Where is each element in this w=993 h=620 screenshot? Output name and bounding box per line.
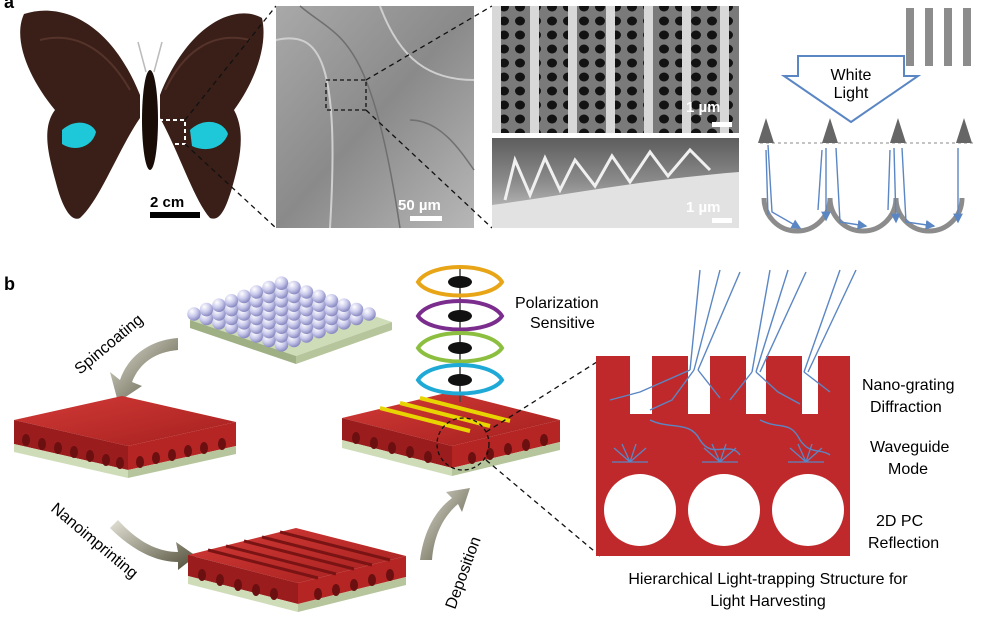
sem-image-cross-section: [492, 138, 739, 228]
mechanism-text: Diffraction: [870, 399, 942, 416]
polymer-film: [14, 396, 236, 478]
light-schematic: [758, 8, 975, 234]
sem-image-ridges: [492, 6, 739, 133]
sphere: [337, 298, 351, 313]
process-arrow: [110, 520, 196, 570]
sphere: [187, 307, 201, 321]
zoom-line: [365, 5, 493, 81]
mechanism-text: Reflection: [868, 535, 939, 552]
sphere: [224, 294, 239, 308]
zoom-circle: [436, 417, 490, 471]
scale-sem3-text: 1 µm: [686, 199, 721, 216]
white-light-text: White: [831, 67, 872, 84]
polarization-rings: [415, 265, 505, 402]
mechanism-text: Waveguide: [870, 439, 950, 456]
sphere: [249, 285, 264, 299]
scale-photo-text: 2 cm: [150, 194, 184, 211]
sphere: [312, 289, 326, 304]
sphere: [362, 307, 376, 321]
zoom-line: [485, 459, 601, 557]
grating-structure: [188, 528, 406, 612]
sphere: [237, 289, 251, 304]
mechanism-text: Mode: [888, 461, 928, 478]
panel-a-label: a: [4, 0, 15, 12]
zoom-line: [184, 5, 277, 121]
sphere: [299, 285, 314, 299]
caption-text: Light Harvesting: [710, 593, 826, 610]
caption-text: Hierarchical Light-trapping Structure fo…: [628, 571, 908, 588]
zoom-line: [184, 143, 277, 229]
butterfly-photo: [20, 10, 264, 219]
zoom-line: [485, 359, 601, 433]
sphere: [349, 302, 364, 317]
sphere: [274, 276, 289, 291]
sphere: [262, 280, 276, 295]
white-light-text: Light: [834, 85, 869, 102]
sem-image-scales: [275, 5, 475, 229]
step-deposition: Deposition: [443, 535, 485, 612]
zoom-box: [158, 119, 186, 145]
panel-b-label: b: [4, 274, 15, 294]
final-device: [342, 392, 560, 476]
sphere: [199, 302, 214, 317]
mechanism-text: 2D PC: [876, 513, 923, 530]
spheres: [187, 276, 376, 352]
scale-bar: [410, 216, 442, 221]
sphere: [212, 298, 226, 313]
scale-sem1-text: 50 µm: [398, 197, 441, 214]
mechanism-text: Nano-grating: [862, 377, 955, 394]
process-arrow: [110, 338, 178, 402]
scale-bar: [712, 218, 732, 223]
zoom-line: [365, 109, 493, 229]
sphere: [324, 294, 339, 308]
process-arrow: [420, 488, 470, 560]
white-light-arrow: [780, 55, 922, 124]
sphere: [287, 280, 301, 295]
polarization-text: Polarization: [515, 295, 599, 312]
polarization-text: Sensitive: [530, 315, 595, 332]
scale-sem2-text: 1 µm: [686, 99, 721, 116]
scale-bar: [712, 122, 732, 127]
light-trapping-cross-section: [596, 269, 857, 556]
scale-bar: [150, 212, 200, 218]
